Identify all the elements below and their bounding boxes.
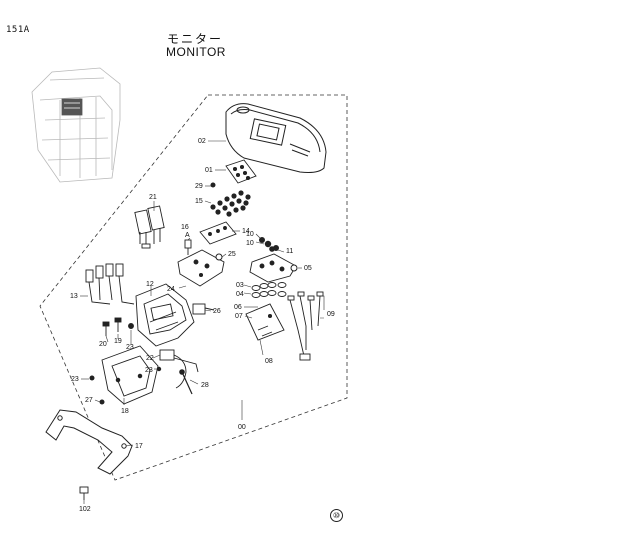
callout-09: 09 [327, 311, 335, 318]
assembly-boundary [39, 94, 348, 481]
screw-23a [89, 375, 95, 381]
monitor-housing [135, 283, 195, 347]
monitor-board [245, 303, 285, 341]
screw-23c [156, 366, 162, 372]
screw-29 [210, 182, 216, 188]
callout-08: 08 [265, 358, 273, 365]
callout-15: 15 [195, 198, 203, 205]
callout-00: 00 [238, 424, 246, 431]
callout-a: A [185, 232, 190, 239]
lamp-cap [290, 264, 298, 272]
callout-07: 07 [235, 313, 243, 320]
revision-mark: ⑩ [330, 509, 343, 522]
callout-29: 29 [195, 183, 203, 190]
lamp-sockets [259, 237, 279, 252]
callout-labels: 02 01 29 15 21 16 A 14 10 10 11 25 05 12… [70, 138, 335, 513]
callout-13: 13 [70, 293, 78, 300]
callout-27: 27 [85, 397, 93, 404]
sensor-26 [192, 303, 215, 315]
callout-06: 06 [234, 304, 242, 311]
relay-assembly [134, 205, 165, 249]
bolt-102 [79, 486, 89, 500]
callout-05: 05 [304, 265, 312, 272]
callout-11: 11 [286, 248, 293, 255]
callout-20: 20 [99, 341, 107, 348]
callout-26: 26 [213, 308, 221, 315]
callout-102: 102 [79, 506, 91, 513]
callout-02: 02 [198, 138, 206, 145]
lead-wire-28 [179, 369, 193, 395]
circuit-board [177, 249, 225, 287]
callout-18: 18 [121, 408, 129, 415]
wiring-harness-13 [85, 263, 135, 305]
page-title-japanese: モニター [167, 32, 224, 46]
buzzer-22 [159, 349, 199, 389]
page-code: 151A [6, 25, 30, 35]
switch-unit [225, 159, 257, 184]
callout-23b: 23 [145, 367, 153, 374]
leader-lines [80, 140, 325, 504]
bulb-25 [215, 253, 223, 261]
callout-23a: 23 [126, 344, 134, 351]
callout-03: 03 [236, 282, 244, 289]
lower-cover-plate [101, 345, 159, 405]
callout-24: 24 [167, 286, 175, 293]
mounting-bracket [45, 409, 133, 475]
wiring-harness-09 [287, 291, 324, 361]
monitor-cover-panel [225, 103, 327, 173]
callout-10a: 10 [246, 231, 254, 238]
callout-22: 22 [146, 355, 154, 362]
fuse-holder [184, 239, 192, 255]
callout-25: 25 [228, 251, 236, 258]
callout-17: 17 [135, 443, 143, 450]
page-title: MONITOR [166, 45, 226, 59]
knob-set [210, 190, 251, 217]
bolt-set [102, 317, 134, 336]
machine-cab-thumbnail [31, 67, 121, 183]
washer-set [251, 282, 287, 298]
callout-21: 21 [149, 194, 157, 201]
switch-bracket [199, 221, 237, 245]
callout-19: 19 [114, 338, 122, 345]
callout-14: 14 [242, 228, 250, 235]
callout-04: 04 [236, 291, 244, 298]
callout-12: 12 [146, 281, 154, 288]
callout-23c: 23 [71, 376, 79, 383]
callout-01: 01 [205, 167, 213, 174]
lamp-bracket [249, 253, 297, 283]
screw-27 [99, 399, 105, 405]
callout-10b: 10 [246, 240, 254, 247]
callout-16: 16 [181, 224, 189, 231]
callout-28: 28 [201, 382, 209, 389]
